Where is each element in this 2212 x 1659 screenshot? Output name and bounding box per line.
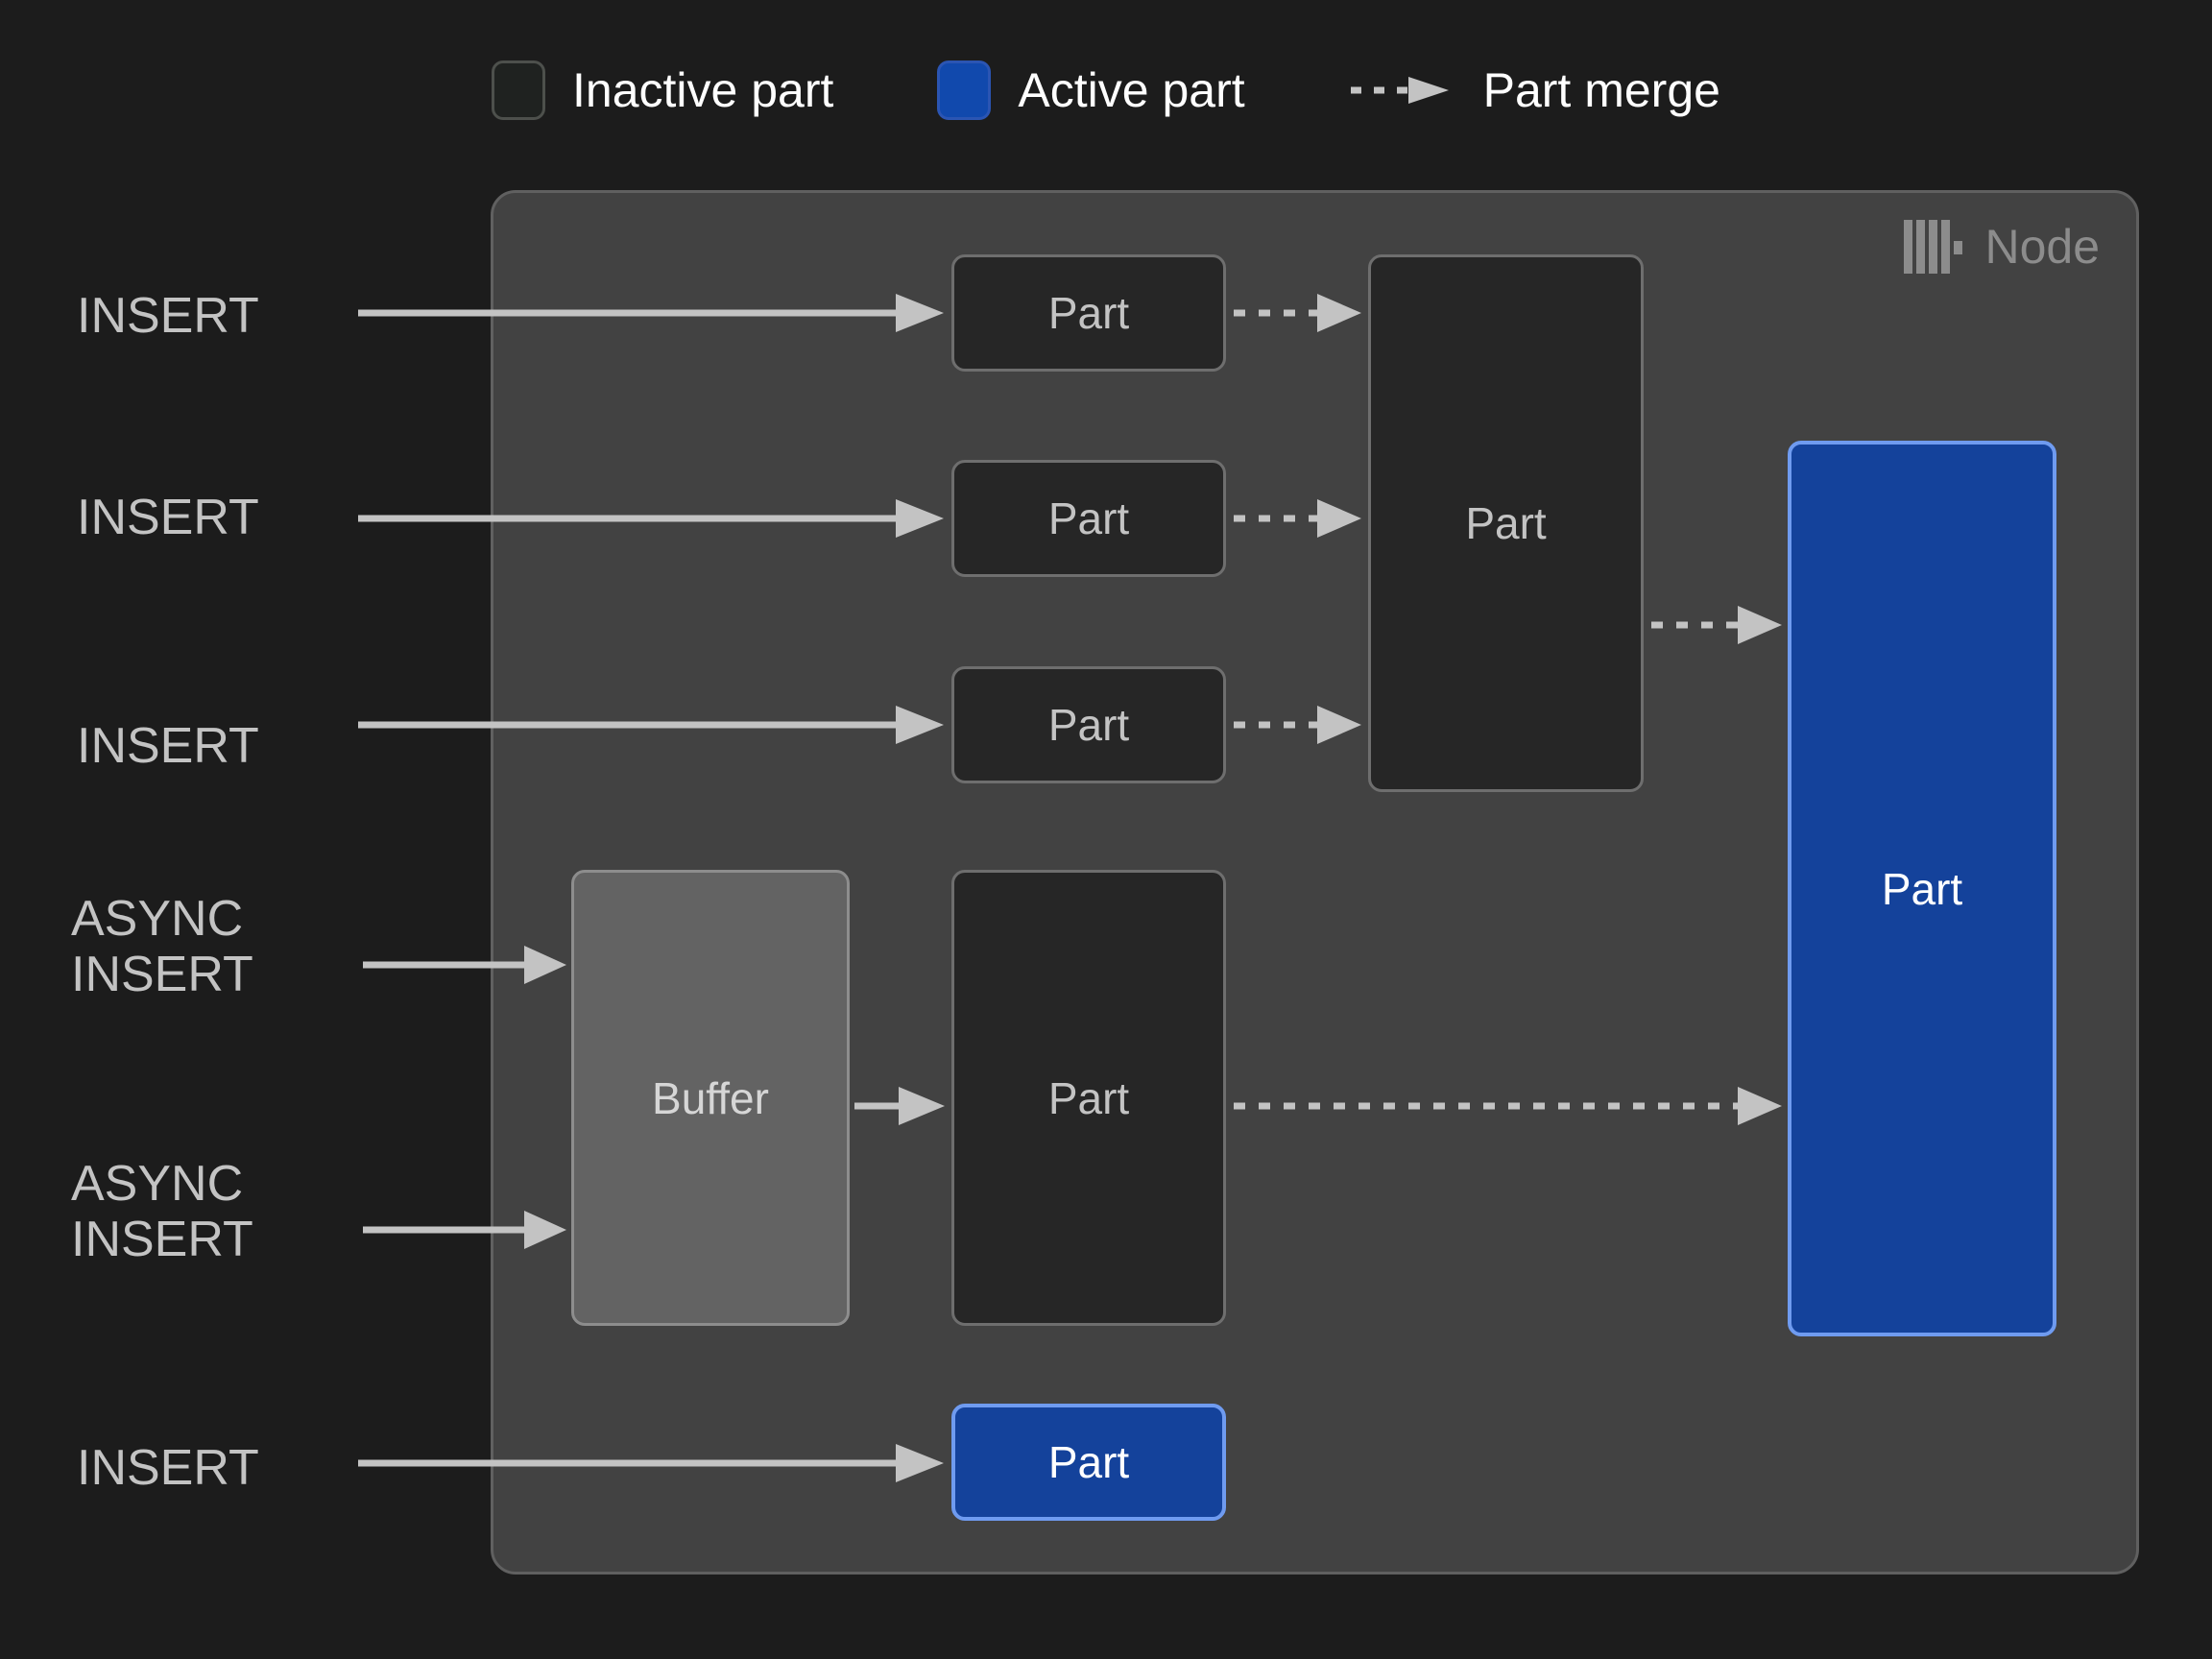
buffer-box[interactable]: Buffer xyxy=(571,870,850,1326)
part-box-3[interactable]: Part xyxy=(951,666,1226,783)
part-box-active-merged[interactable]: Part xyxy=(1788,441,2056,1336)
part-box-3-label: Part xyxy=(1047,700,1130,750)
source-label-async-insert-2: ASYNC INSERT xyxy=(71,1156,253,1268)
part-box-async[interactable]: Part xyxy=(951,870,1226,1326)
part-box-merged-label: Part xyxy=(1465,498,1547,548)
clickhouse-logo-icon xyxy=(1904,220,1963,274)
part-box-1[interactable]: Part xyxy=(951,254,1226,372)
part-box-merged[interactable]: Part xyxy=(1368,254,1644,792)
node-badge: Node xyxy=(1904,220,2100,274)
part-box-1-label: Part xyxy=(1047,288,1130,338)
source-label-insert-1: INSERT xyxy=(77,288,259,344)
legend-label-part-merge: Part merge xyxy=(1482,63,1720,117)
legend-item-active-part: Active part xyxy=(937,60,1245,120)
legend: Inactive part Active part Part merge xyxy=(0,52,2212,129)
part-box-insert-active[interactable]: Part xyxy=(951,1404,1226,1521)
part-box-2-label: Part xyxy=(1047,493,1130,543)
source-label-async-insert-1: ASYNC INSERT xyxy=(71,891,253,1003)
legend-label-active-part: Active part xyxy=(1018,63,1245,117)
source-label-insert-4: INSERT xyxy=(77,1440,259,1496)
legend-label-inactive-part: Inactive part xyxy=(572,63,834,117)
part-box-2[interactable]: Part xyxy=(951,460,1226,577)
inactive-part-swatch-icon xyxy=(492,60,546,120)
node-label: Node xyxy=(1984,220,2100,274)
part-box-async-label: Part xyxy=(1047,1072,1130,1123)
part-box-active-merged-label: Part xyxy=(1881,863,1963,914)
source-label-insert-2: INSERT xyxy=(77,490,259,545)
legend-spacer-1 xyxy=(833,90,937,91)
legend-item-part-merge: Part merge xyxy=(1349,66,1720,114)
dashed-arrow-icon xyxy=(1350,77,1449,104)
source-label-insert-3: INSERT xyxy=(77,718,259,774)
part-box-insert-active-label: Part xyxy=(1047,1437,1130,1487)
active-part-swatch-icon xyxy=(937,60,992,120)
legend-spacer-2 xyxy=(1245,90,1349,91)
legend-item-inactive-part: Inactive part xyxy=(492,60,833,120)
buffer-box-label: Buffer xyxy=(652,1072,769,1123)
